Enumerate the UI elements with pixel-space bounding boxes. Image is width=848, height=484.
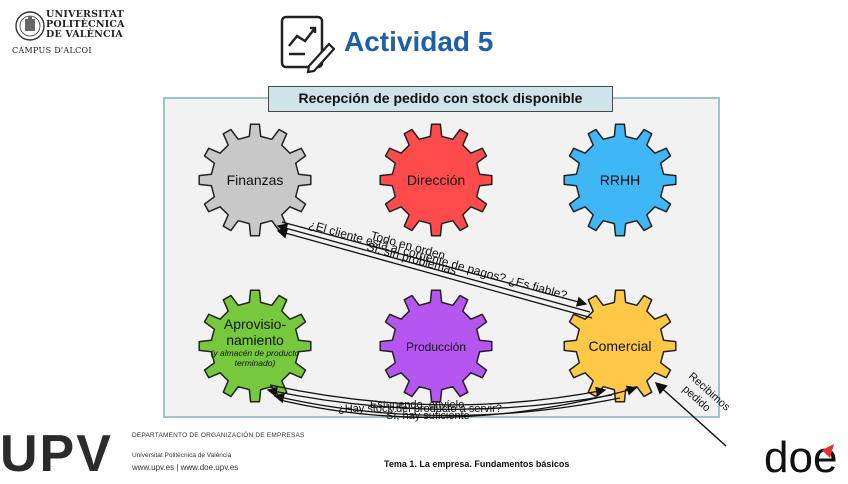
gear-label-aprov-line2: namiento — [205, 332, 305, 348]
gear-label-aprov-sub: (y almacén de producto terminado) — [205, 348, 305, 368]
gear-label-aprov-line1: Aprovisio- — [205, 316, 305, 332]
gear-label-comercial: Comercial — [570, 338, 670, 354]
department-name: DEPARTAMENTO DE ORGANIZACIÓN DE EMPRESAS — [132, 432, 305, 439]
upv-logo-text: UPV — [0, 424, 113, 484]
arrow-label-aprov-3: Sí, hay suficiente — [386, 410, 470, 422]
footer-urls: www.upv.es | www.doe.upv.es — [132, 463, 238, 472]
gear-label-produccion: Producción — [386, 339, 486, 355]
svg-text:doe: doe — [764, 433, 837, 477]
gear-label-aprovisionamiento: Aprovisio- namiento (y almacén de produc… — [205, 316, 305, 368]
doe-logo: doe — [764, 430, 848, 477]
footer-tema: Tema 1. La empresa. Fundamentos básicos — [384, 459, 569, 469]
gear-label-direccion: Dirección — [386, 172, 486, 188]
gear-label-finanzas: Finanzas — [205, 172, 305, 188]
gear-label-rrhh: RRHH — [570, 172, 670, 188]
university-footer: Universitat Politècnica de València — [132, 452, 231, 459]
